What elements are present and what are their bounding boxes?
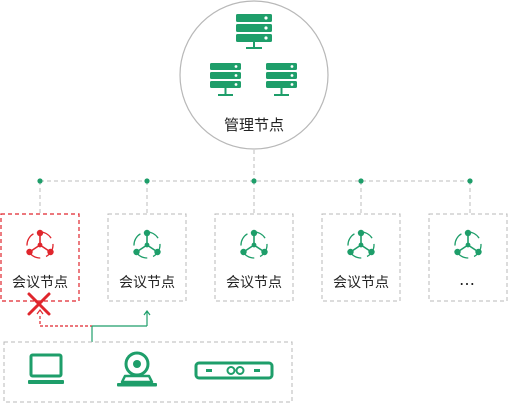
failure-x-icon [27, 292, 51, 316]
network-node-icon [240, 229, 268, 259]
meeting-node-label: 会议节点 [226, 275, 282, 291]
server-icon [210, 63, 241, 96]
active-arrow [143, 310, 151, 316]
network-node-icon [133, 229, 161, 259]
network-node-icon [454, 229, 482, 259]
active-connection-line [91, 312, 148, 342]
failed-arrow [36, 309, 44, 315]
meeting-node-label: 会议节点 [119, 275, 175, 291]
conference-camera-icon [117, 351, 157, 387]
network-node-icon [347, 229, 375, 259]
meeting-node-label: 会议节点 [333, 275, 389, 291]
meeting-node-label: 会议节点 [12, 275, 68, 291]
server-icon [236, 14, 272, 49]
video-bar-icon [194, 361, 274, 380]
laptop-icon [28, 353, 64, 384]
more-nodes-label: … [459, 270, 477, 289]
server-icon [266, 63, 297, 96]
devices-box [3, 341, 293, 403]
management-node-circle [179, 0, 329, 150]
management-node-label: 管理节点 [223, 116, 284, 134]
network-node-icon [26, 229, 54, 259]
drop-lines [39, 181, 471, 214]
bus-dots [37, 178, 473, 184]
server-cluster-icon [210, 14, 297, 96]
failed-connection-line [39, 316, 92, 327]
